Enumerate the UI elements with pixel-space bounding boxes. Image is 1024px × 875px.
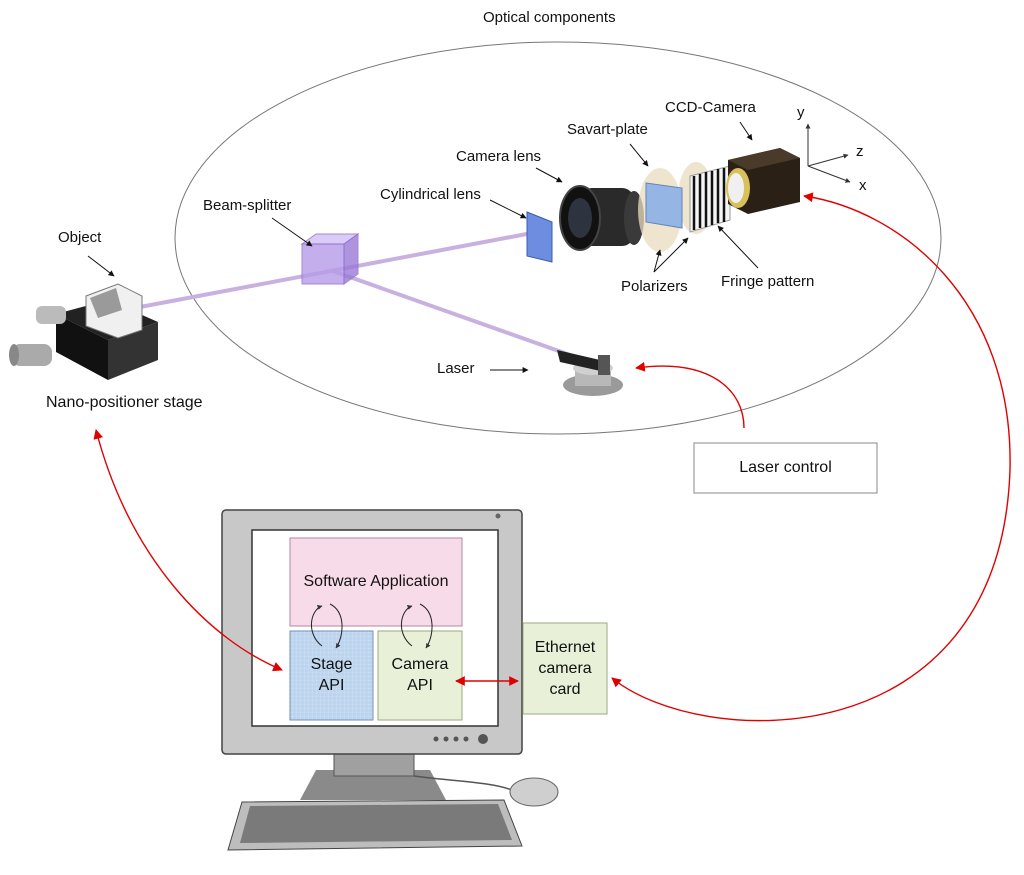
stage-api-label: Stage API (290, 654, 373, 696)
stage-api-line1: Stage (310, 656, 353, 673)
beam-splitter-cube (300, 233, 360, 285)
axis-y-label: y (797, 104, 805, 121)
beam-splitter-label: Beam-splitter (203, 197, 292, 214)
fringe-pattern (689, 165, 731, 233)
software-application-box (289, 537, 463, 627)
axis-indicator (805, 123, 851, 183)
camera-api-box (377, 630, 463, 721)
computer-mouse (509, 777, 559, 807)
ccd-camera (726, 148, 800, 214)
ethernet-line2: camera (538, 660, 592, 677)
cylindrical-lens-label: Cylindrical lens (380, 186, 481, 203)
keyboard (227, 799, 523, 851)
camera-lens (559, 185, 644, 251)
nano-positioner-stage (9, 283, 158, 380)
savart-plate (645, 182, 683, 229)
nano-positioner-label: Nano-positioner stage (46, 394, 203, 411)
stage-api-line2: API (318, 677, 345, 694)
ethernet-card-label: Ethernet camera card (523, 637, 607, 700)
laser-device (557, 350, 623, 396)
ethernet-card-box (522, 622, 608, 715)
axis-x-label: x (859, 177, 867, 194)
ethernet-line1: Ethernet (534, 639, 596, 656)
savart-plate-label: Savart-plate (567, 121, 648, 138)
cylindrical-lens (526, 211, 553, 263)
camera-api-line1: Camera (391, 656, 449, 673)
laser-control-label: Laser control (739, 459, 832, 476)
axis-z-label: z (856, 143, 864, 160)
laser-label: Laser (437, 360, 475, 377)
object-label: Object (58, 229, 102, 246)
connection-arrows (93, 192, 1011, 722)
ethernet-line3: card (549, 681, 581, 698)
mouse-cable (413, 775, 513, 791)
ccd-camera-label: CCD-Camera (665, 99, 756, 116)
optical-components-title: Optical components (483, 9, 616, 26)
fringe-pattern-label: Fringe pattern (721, 273, 815, 290)
optical-components-boundary (174, 41, 942, 435)
api-exchange-arrows (311, 603, 433, 649)
software-application-label: Software Application (303, 573, 449, 590)
camera-api-label: Camera API (378, 654, 462, 696)
polarizers-label: Polarizers (621, 278, 688, 295)
camera-api-line2: API (407, 677, 433, 694)
camera-lens-label: Camera lens (456, 148, 542, 165)
